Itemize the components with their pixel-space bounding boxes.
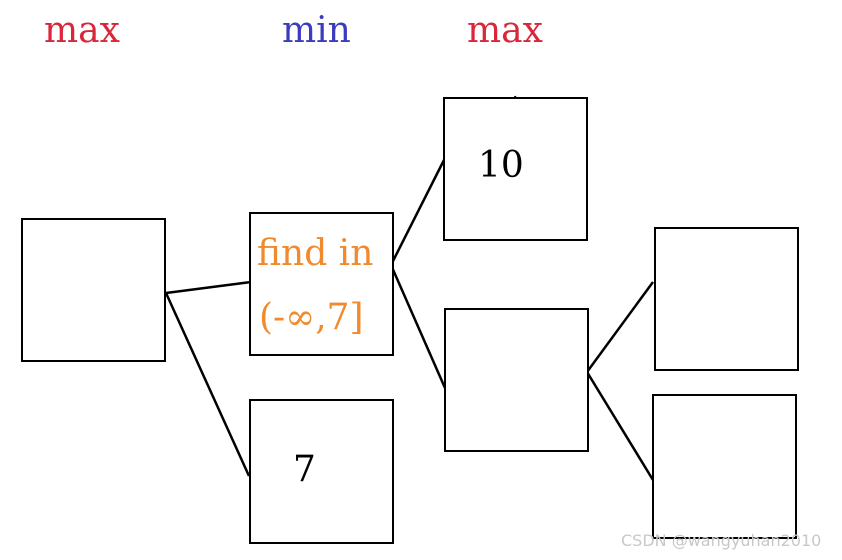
watermark: CSDN @wangyuhan2010 [621,531,822,550]
find-text-line1: find in [257,233,374,274]
root-node [21,218,166,362]
seven-node-value: 7 [293,449,316,490]
edge-find-to-mid [389,264,447,389]
level-label-min: min [282,10,351,51]
ten-node-value: 10 [478,145,524,186]
level-label-max-1: max [44,10,120,51]
level-label-max-2: max [467,10,543,51]
find-node [249,212,394,356]
mid-max-node [444,308,589,452]
edge-mid-to-upper-leaf [585,281,655,373]
edge-mid-to-lower-leaf [585,371,655,481]
ten-node [443,97,588,241]
edge-root-to-seven [164,292,251,477]
edge-find-to-ten [389,157,447,266]
find-text-line2: (-∞,7] [259,297,364,338]
seven-node [249,399,394,544]
lower-leaf-node [652,394,797,539]
edge-root-to-find [165,280,252,295]
upper-leaf-node [654,227,799,371]
